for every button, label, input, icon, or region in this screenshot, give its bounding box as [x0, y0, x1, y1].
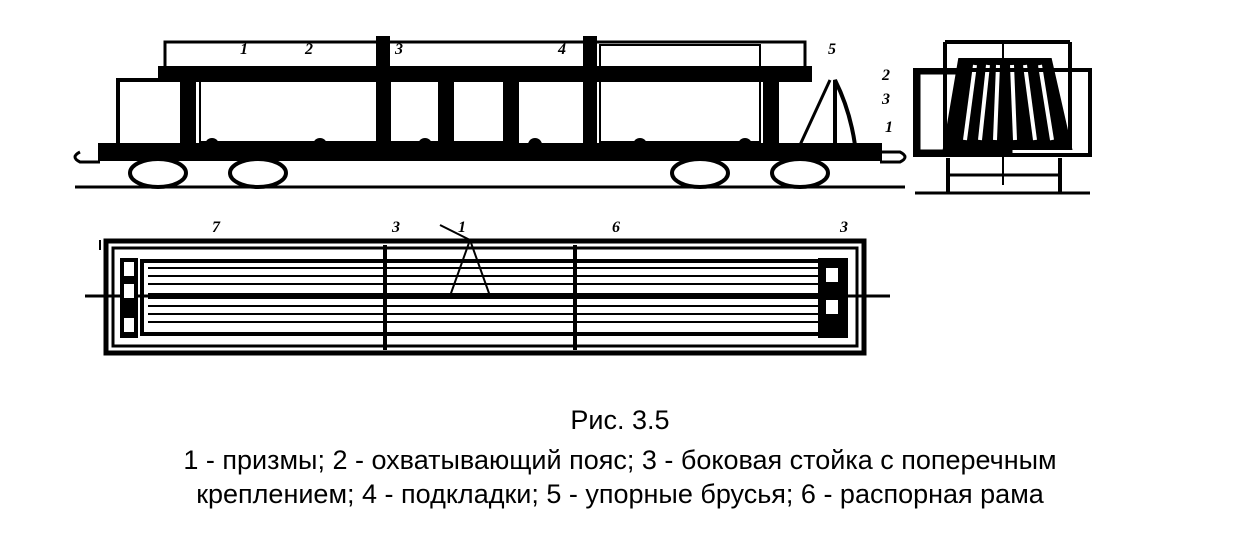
- plan-view: [85, 224, 890, 356]
- side-view: [73, 36, 907, 189]
- label-1: 1: [885, 119, 893, 136]
- label-1: 1: [458, 219, 466, 236]
- label-4: 4: [557, 41, 566, 58]
- label-2: 2: [304, 41, 313, 58]
- figure-legend-line-2: креплением; 4 - подкладки; 5 - упорные б…: [196, 479, 1044, 509]
- label-1: 1: [240, 41, 248, 58]
- figure-legend-line-1: 1 - призмы; 2 - охватывающий пояс; 3 - б…: [183, 445, 1057, 475]
- side-view-labels: 1 2 3 4 5: [240, 41, 836, 58]
- label-3b: 3: [839, 219, 848, 236]
- end-view-labels: 2 3 1: [881, 67, 893, 136]
- label-3: 3: [881, 91, 890, 108]
- label-2: 2: [881, 67, 890, 84]
- label-3: 3: [391, 219, 400, 236]
- label-7: 7: [212, 219, 221, 236]
- figure-title: Рис. 3.5: [570, 405, 670, 435]
- label-3: 3: [394, 41, 403, 58]
- label-5: 5: [828, 41, 836, 58]
- plan-view-labels: 7 3 1 6 3: [212, 219, 848, 236]
- railcar-drawing: 1 2 3 4 5 2 3 1: [73, 36, 1092, 356]
- end-view: [913, 40, 1092, 195]
- label-6: 6: [612, 219, 620, 236]
